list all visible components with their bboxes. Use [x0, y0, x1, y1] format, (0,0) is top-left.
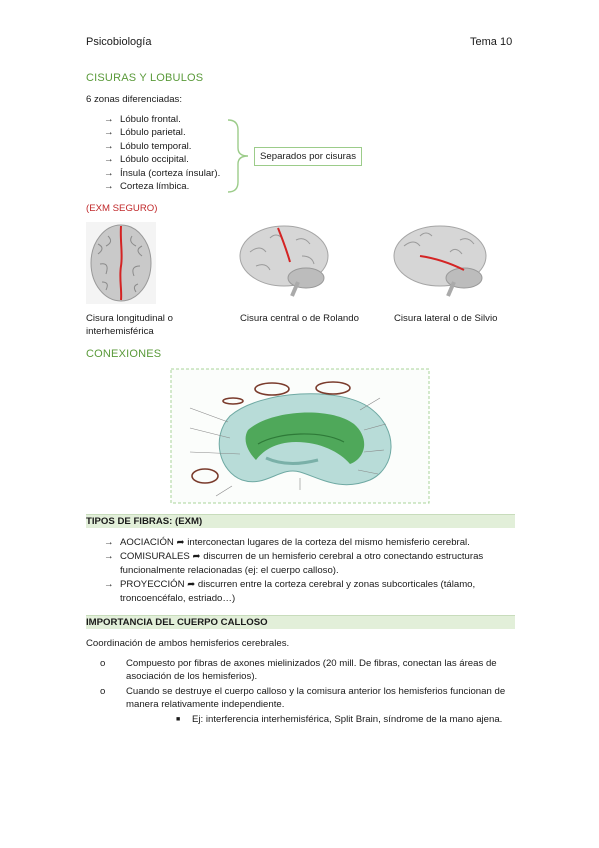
arrow-icon: → [104, 114, 114, 125]
arrow-icon: → [104, 140, 114, 152]
caption-central: Cisura central o de Rolando [240, 313, 359, 324]
list-item: → Lóbulo temporal. [104, 140, 220, 153]
list-item-label: Lóbulo frontal. [120, 114, 181, 125]
list-item-label: Lóbulo occipital. [120, 154, 189, 166]
list-item: o Cuando se destruye el cuerpo calloso y… [100, 685, 516, 712]
list-item: → Lóbulo parietal. [104, 126, 220, 139]
list-item-label: Ínsula (corteza ínsular). [120, 167, 221, 179]
fiber-term: AOCIACIÓN [120, 537, 174, 548]
list-item: → Lóbulo frontal. [104, 113, 220, 126]
arrow-icon: → [104, 551, 114, 563]
section-title-conexiones: CONEXIONES [86, 348, 162, 360]
section-bar-importancia: IMPORTANCIA DEL CUERPO CALLOSO [86, 615, 515, 629]
curved-arrow-icon: ➦ [176, 537, 185, 548]
arrow-icon: → [104, 181, 114, 193]
section-title-tipos: TIPOS DE FIBRAS: (EXM) [86, 516, 203, 527]
sub-list-item-text: Ej: interferencia interhemisférica, Spli… [192, 713, 503, 725]
arrow-icon: → [104, 537, 114, 548]
list-item-label: Lóbulo parietal. [120, 127, 186, 139]
fiber-term: PROYECCIÓN [120, 579, 185, 591]
list-item: → COMISURALES ➦ discurren de un hemisfer… [104, 550, 516, 577]
list-item-label: Corteza límbica. [120, 181, 190, 193]
header-subject: Psicobiología [86, 36, 152, 48]
square-bullet-icon: ■ [176, 715, 181, 723]
corpus-callosum-diagram [170, 368, 430, 504]
sub-list-item: ■ Ej: interferencia interhemisférica, Sp… [176, 713, 516, 726]
caption-lateral: Cisura lateral o de Silvio [394, 313, 498, 324]
boxed-note: Separados por cisuras [254, 147, 362, 166]
arrow-icon: → [104, 579, 114, 591]
curved-arrow-icon: ➦ [192, 551, 201, 563]
brain-lateral-silvio-image [393, 225, 487, 297]
callosum-list: o Compuesto por fibras de axones mielini… [100, 657, 516, 726]
curved-arrow-icon: ➦ [187, 579, 196, 591]
fiber-term: COMISURALES [120, 551, 190, 563]
list-item: → AOCIACIÓN ➦ interconectan lugares de l… [104, 536, 516, 549]
brain-top-view-image [86, 222, 156, 304]
intro-coordinacion: Coordinación de ambos hemisferios cerebr… [86, 638, 290, 649]
brace-icon [227, 119, 249, 193]
section-title-importancia: IMPORTANCIA DEL CUERPO CALLOSO [86, 617, 268, 628]
section-bar-tipos: TIPOS DE FIBRAS: (EXM) [86, 514, 515, 528]
lobe-list: → Lóbulo frontal. → Lóbulo parietal. → Lóbu… [104, 113, 220, 193]
list-item: → Corteza límbica. [104, 180, 220, 193]
fiber-desc: discurren de un hemisferio cerebral a ot… [120, 551, 484, 576]
header-topic: Tema 10 [470, 36, 513, 48]
fiber-desc: discurren entre la corteza cerebral y zo… [120, 579, 476, 604]
section-title-cisuras: CISURAS Y LOBULOS [86, 72, 204, 84]
list-item-label: Lóbulo temporal. [120, 140, 192, 152]
bullet-icon: o [100, 685, 106, 697]
brain-lateral-central-image [239, 225, 329, 297]
arrow-icon: → [104, 154, 114, 166]
list-item-text: Cuando se destruye el cuerpo calloso y l… [126, 685, 506, 711]
arrow-icon: → [104, 127, 114, 139]
bullet-icon: o [100, 658, 106, 669]
intro-zonas: 6 zonas diferenciadas: [86, 94, 182, 105]
list-item: → PROYECCIÓN ➦ discurren entre la cortez… [104, 578, 516, 605]
exam-note: (EXM SEGURO) [86, 203, 158, 214]
arrow-icon: → [104, 167, 114, 179]
fiber-list: → AOCIACIÓN ➦ interconectan lugares de l… [104, 536, 516, 605]
list-item-text: Compuesto por fibras de axones mieliniza… [126, 658, 497, 683]
list-item: o Compuesto por fibras de axones mielini… [100, 657, 516, 684]
list-item: → Lóbulo occipital. [104, 153, 220, 166]
fiber-desc: interconectan lugares de la corteza del … [187, 537, 470, 548]
caption-longitudinal: Cisura longitudinal o interhemisférica [86, 313, 173, 337]
list-item: → Ínsula (corteza ínsular). [104, 167, 220, 180]
